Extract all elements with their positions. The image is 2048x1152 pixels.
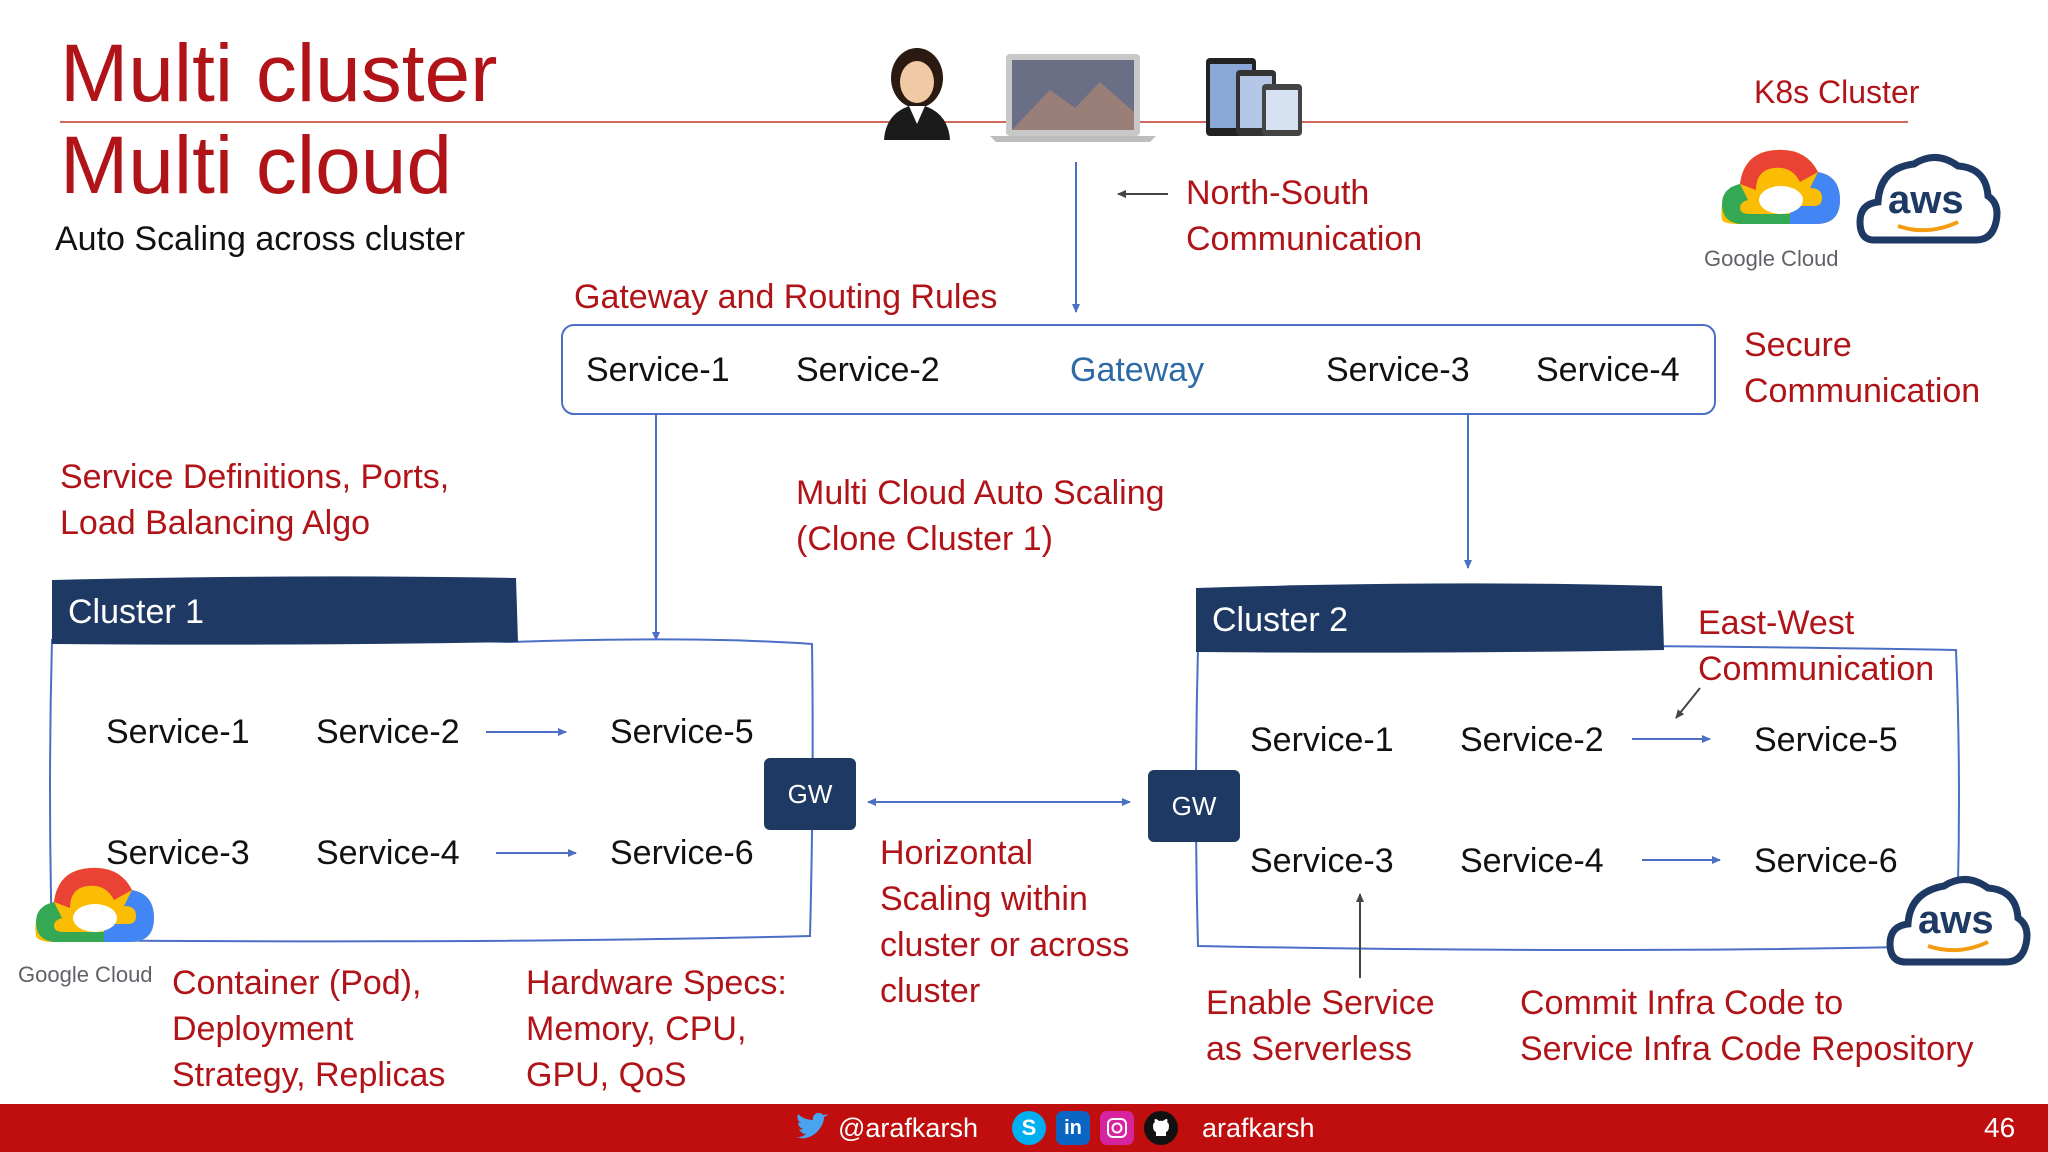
title-line-1: Multi cluster xyxy=(60,28,498,119)
gateway-label: Gateway xyxy=(1070,351,1205,389)
cluster2-header xyxy=(1196,583,1664,653)
container-label: Container (Pod), Deployment Strategy, Re… xyxy=(172,964,446,1094)
k8s-cluster-label: K8s Cluster xyxy=(1754,74,1920,110)
east-west-pointer xyxy=(1675,687,1701,719)
cluster1-gw: GW xyxy=(764,758,856,830)
c1-service-4: Service-4 xyxy=(316,834,460,872)
east-west-label: East-West Communication xyxy=(1698,604,1935,688)
footer-handle: arafkarsh xyxy=(1201,1112,1315,1143)
twitter-icon[interactable] xyxy=(794,1111,828,1145)
gateway-service-2: Service-2 xyxy=(796,351,940,389)
title-line-2: Multi cloud xyxy=(60,120,452,211)
north-south-label: North-South Communication xyxy=(1186,174,1423,258)
aws-logo-bottom xyxy=(1886,876,2031,966)
c2-service-3: Service-3 xyxy=(1250,842,1394,880)
twitter-handle: @arafkarsh xyxy=(838,1112,978,1143)
c2-service-2: Service-2 xyxy=(1460,721,1604,759)
service-definitions-label: Service Definitions, Ports, Load Balanci… xyxy=(60,458,450,542)
gateway-service-1: Service-1 xyxy=(586,351,730,389)
multi-cloud-scaling-label: Multi Cloud Auto Scaling (Clone Cluster … xyxy=(796,474,1165,558)
c2-service-1: Service-1 xyxy=(1250,721,1394,759)
secure-communication-label: Secure Communication xyxy=(1744,326,1981,410)
c1-service-5: Service-5 xyxy=(610,713,754,751)
instagram-icon[interactable] xyxy=(1099,1111,1134,1145)
c1-service-1: Service-1 xyxy=(106,713,250,751)
page-number: 46 xyxy=(1984,1112,2016,1143)
gateway-service-4: Service-4 xyxy=(1536,351,1680,389)
cluster1-label: Cluster 1 xyxy=(68,593,205,631)
c1-service-6: Service-6 xyxy=(610,834,754,872)
devices-icon xyxy=(1206,58,1302,136)
page-title: Multi cluster Multi cloud xyxy=(60,28,497,212)
google-cloud-logo-top xyxy=(1721,149,1840,224)
c2-service-4: Service-4 xyxy=(1460,842,1604,880)
horizontal-scaling-label: Horizontal Scaling within cluster or acr… xyxy=(880,834,1130,1010)
commit-infra-label: Commit Infra Code to Service Infra Code … xyxy=(1520,984,1974,1068)
user-icon xyxy=(884,48,950,140)
linkedin-icon[interactable]: in xyxy=(1055,1111,1090,1145)
google-cloud-label-bottom: Google Cloud xyxy=(18,962,153,987)
laptop-icon xyxy=(990,54,1156,142)
gateway-rules-label: Gateway and Routing Rules xyxy=(574,278,998,316)
c2-service-6: Service-6 xyxy=(1754,842,1898,880)
cluster2-label: Cluster 2 xyxy=(1212,601,1349,639)
footer-bar: @arafkarsh S in arafkarsh 46 xyxy=(0,1104,2048,1152)
cluster1-box xyxy=(49,637,814,943)
aws-logo-top xyxy=(1856,154,2001,244)
footer-social: @arafkarsh S in arafkarsh xyxy=(794,1111,1315,1145)
aws-label-top: aws xyxy=(1888,178,1964,222)
serverless-label: Enable Service as Serverless xyxy=(1206,984,1435,1068)
skype-icon[interactable]: S xyxy=(1011,1111,1046,1145)
c1-service-3: Service-3 xyxy=(106,834,250,872)
c1-service-2: Service-2 xyxy=(316,713,460,751)
github-icon[interactable] xyxy=(1143,1111,1178,1145)
google-cloud-logo-bottom xyxy=(35,867,155,942)
aws-label-bottom: aws xyxy=(1918,898,1994,942)
cluster1-header xyxy=(52,576,518,645)
hardware-specs-label: Hardware Specs: Memory, CPU, GPU, QoS xyxy=(526,964,787,1094)
gateway-box xyxy=(561,324,1716,415)
google-cloud-label-top: Google Cloud xyxy=(1704,246,1839,271)
c2-service-5: Service-5 xyxy=(1754,721,1898,759)
subtitle: Auto Scaling across cluster xyxy=(55,220,466,258)
cluster2-gw: GW xyxy=(1148,770,1240,842)
gateway-service-3: Service-3 xyxy=(1326,351,1470,389)
